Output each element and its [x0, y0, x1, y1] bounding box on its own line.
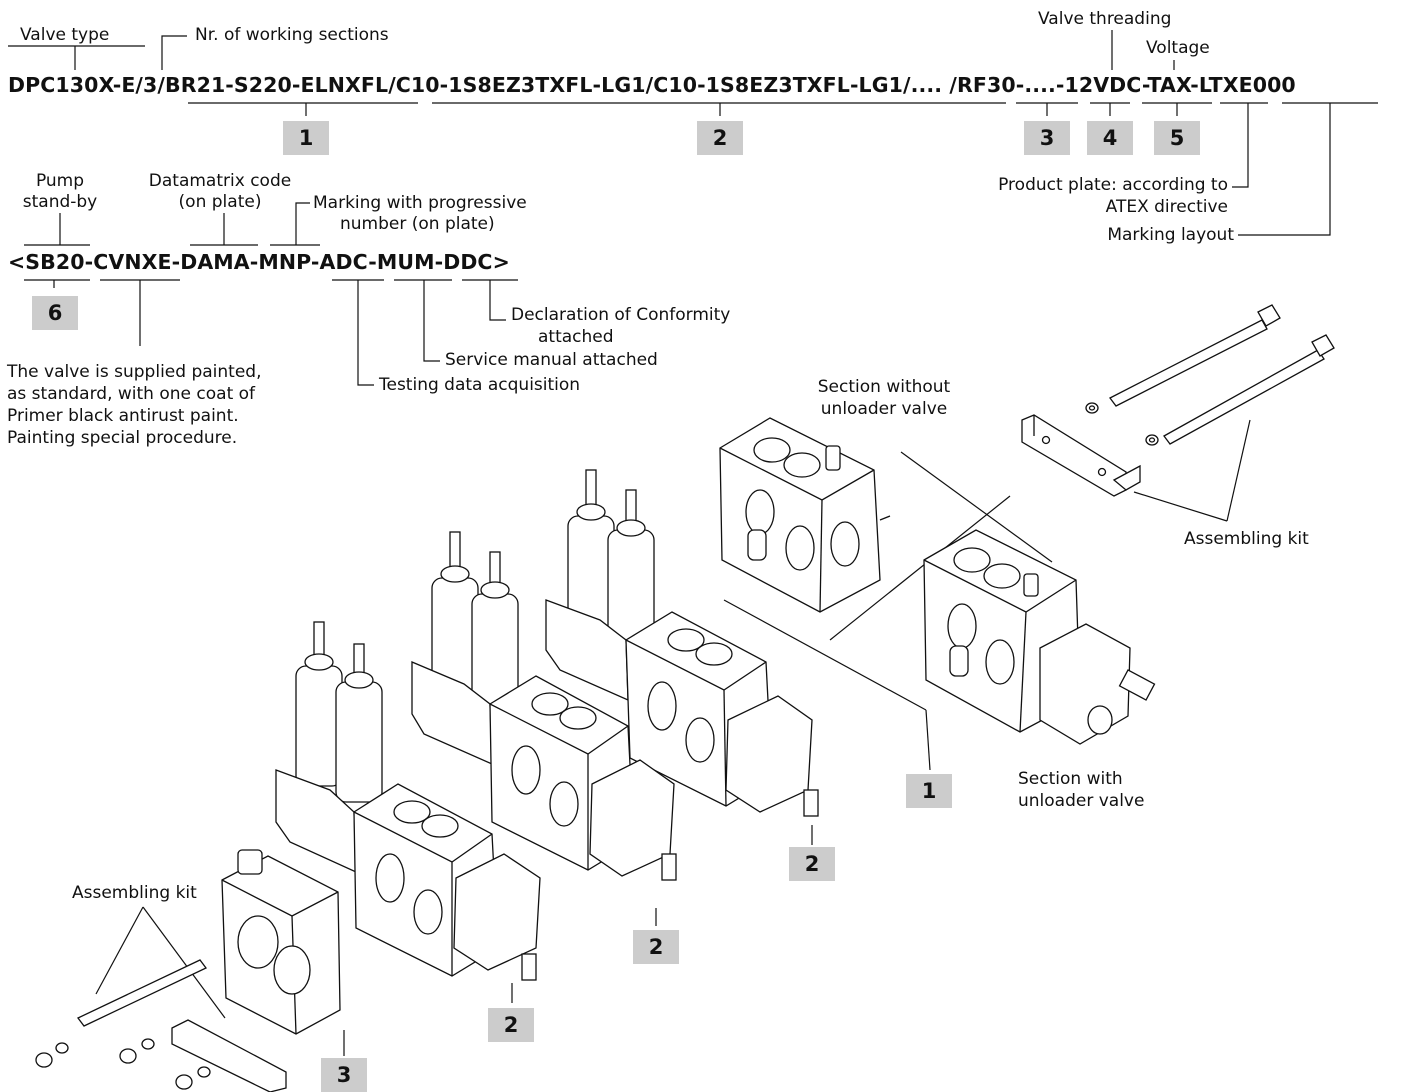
code2-d5: - [368, 250, 377, 274]
diagram-badge-2-top: 2 [789, 847, 835, 881]
label-section-without-2: unloader valve [820, 399, 948, 419]
label-pump-standby-1: Pump [35, 171, 85, 191]
diagram-badge-1: 1 [906, 774, 952, 808]
code2-d4: - [310, 250, 320, 274]
label-product-plate-2: ATEX directive [1105, 197, 1228, 217]
working-section-b-drawing [411, 531, 677, 881]
code2-p6: MUM [376, 250, 435, 274]
code2-d3: - [249, 250, 259, 274]
label-painted-2: as standard, with one coat of [7, 384, 256, 404]
label-section-with-2: unloader valve [1018, 791, 1145, 811]
badge-6: 6 [32, 296, 78, 330]
leader-lines [8, 30, 1378, 1056]
code1-part3: RF30 [956, 73, 1016, 97]
code2-open: < [8, 250, 26, 274]
code1-part4: .... [1024, 73, 1056, 97]
label-datamatrix-1: Datamatrix code [148, 171, 292, 191]
label-painted-3: Primer black antirust paint. [7, 406, 239, 426]
diagram-badge-3: 3 [321, 1058, 367, 1092]
badge-1: 1 [283, 121, 329, 155]
label-painted-1: The valve is supplied painted, [7, 362, 262, 382]
label-section-without-1: Section without [817, 377, 951, 397]
label-nr-sections: Nr. of working sections [195, 25, 389, 45]
diagram-badge-2-bottom: 2 [488, 1008, 534, 1042]
code2-d2: - [171, 250, 181, 274]
code2-p5: ADC [319, 250, 369, 274]
code2-p4: MNP [258, 250, 311, 274]
badge-2: 2 [697, 121, 743, 155]
label-valve-threading: Valve threading [1038, 9, 1172, 29]
code1-prefix: DPC130X-E/3/ [8, 73, 165, 97]
working-section-a-drawing [275, 621, 541, 981]
code1-dash3: - [1141, 73, 1148, 97]
label-valve-type: Valve type [20, 25, 110, 45]
label-testing-data: Testing data acquisition [379, 375, 581, 395]
section-with-unloader-drawing [923, 529, 1156, 745]
code1-part7: LTXE000 [1198, 73, 1296, 97]
code1-part5: 12VDC [1064, 73, 1142, 97]
working-section-c-drawing [545, 469, 819, 817]
code1-sep1: / [388, 73, 396, 97]
label-marking-prog-1: Marking with progressive [313, 193, 527, 213]
end-plate-drawing [221, 849, 341, 1035]
code2-d1: - [84, 250, 94, 274]
label-datamatrix-2: (on plate) [178, 192, 262, 212]
code1-part1: BR21-S220-ELNXFL [164, 73, 389, 97]
code1-dash2: - [1055, 73, 1065, 97]
label-declaration-1: Declaration of Conformity [511, 305, 731, 325]
code2-d6: - [434, 250, 444, 274]
label-section-with-1: Section with [1018, 769, 1123, 789]
label-marking-layout: Marking layout [1107, 225, 1234, 245]
badge-3: 3 [1024, 121, 1070, 155]
label-pump-standby-2: stand-by [22, 192, 98, 212]
code1-dash1: - [1015, 73, 1025, 97]
code1-part2: C10-1S8EZ3TXFL-LG1/C10-1S8EZ3TXFL-LG1/..… [395, 73, 943, 97]
label-declaration-2: attached [538, 327, 614, 347]
code2-p2: CVNXE [93, 250, 172, 274]
label-voltage: Voltage [1146, 38, 1210, 58]
label-service-manual: Service manual attached [445, 350, 658, 370]
code1-part6: TAX [1147, 73, 1191, 97]
code2-close: > [492, 250, 510, 274]
label-assembling-kit-left: Assembling kit [72, 883, 197, 903]
assembling-kit-left-drawing [35, 959, 287, 1092]
badge-4: 4 [1087, 121, 1133, 155]
label-assembling-kit-right: Assembling kit [1184, 529, 1309, 549]
section-without-unloader-drawing [719, 417, 891, 613]
code2-p7: DDC [443, 250, 493, 274]
code1-dash4: - [1190, 73, 1199, 97]
code2-p3: DAMA [180, 250, 250, 274]
code-line-2: <SB20-CVNXE-DAMA-MNP-ADC-MUM-DDC> [8, 249, 510, 275]
diagram-badge-2-middle: 2 [633, 930, 679, 964]
code1-gap: / [942, 73, 957, 97]
label-painted-4: Painting special procedure. [7, 428, 238, 448]
code2-p1: SB20 [25, 250, 85, 274]
badge-5: 5 [1154, 121, 1200, 155]
assembling-kit-right-drawing [1021, 304, 1335, 497]
code-line-1: DPC130X-E/3/BR21-S220-ELNXFL/C10-1S8EZ3T… [8, 72, 1296, 98]
label-product-plate: Product plate: according to [998, 175, 1228, 195]
label-marking-prog-2: number (on plate) [340, 214, 495, 234]
